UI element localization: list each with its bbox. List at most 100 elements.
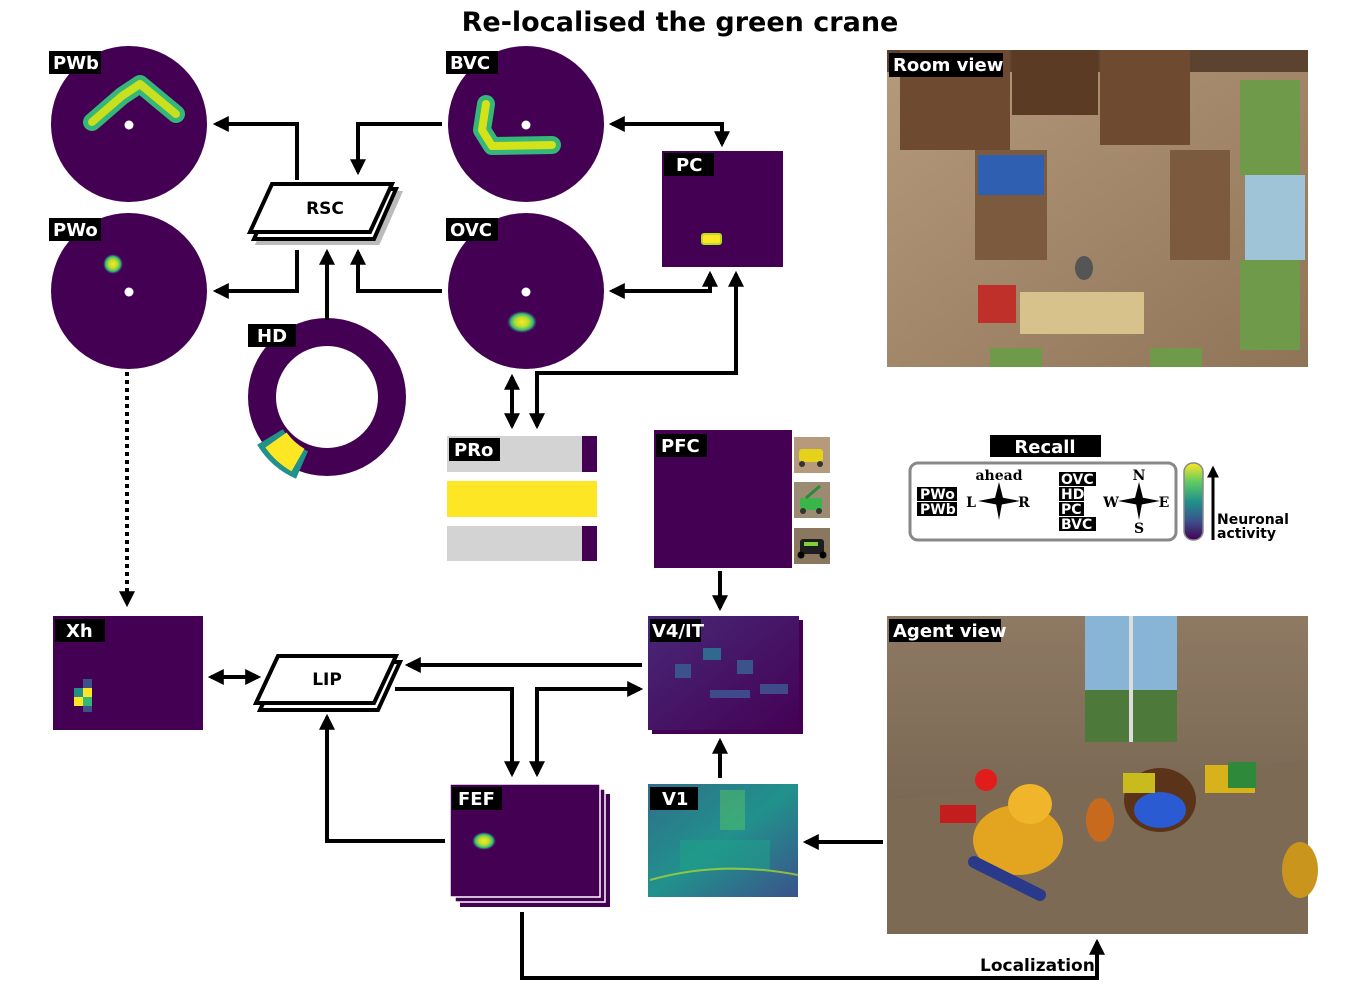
legend-ahead: ahead [975,468,1022,484]
pwo-panel: PWo [49,213,207,369]
pwb-activity-peak [88,80,180,126]
arrow-fef-agent [520,912,1105,980]
legend-colorbar [1183,462,1204,541]
xh-pixel-4 [83,697,92,706]
agent-blue-stick [968,856,1046,901]
pfc-panel: PFC [654,430,830,568]
ovc-panel: OVC [446,213,604,369]
room-red-box [978,285,1016,323]
pc-tag-bg [664,153,714,176]
room-window-right-bottom [1240,260,1300,350]
hd-activity-peak [265,432,305,472]
v1-toys-edge [680,840,770,870]
pwo-label: PWo [53,220,98,241]
xh-pixel-3 [74,697,83,706]
xh-pixel-1 [74,688,83,697]
green-crane-icon [794,482,830,518]
legend-west: W [1102,495,1119,511]
agent-fixation-dot [975,769,997,791]
fef-label: FEF [458,789,495,810]
ovc-activity-blob [507,311,537,333]
agent-view-panel: Agent view [887,616,1318,934]
legend-header: Recall [1014,437,1075,458]
room-poster [1245,175,1305,260]
v4it-label: V4/IT [652,621,705,642]
pwb-panel: PWb [49,46,207,202]
arrow-rsc-pwb [212,116,299,180]
xh-label: Xh [66,621,93,642]
room-sofa-right [1170,150,1230,260]
bvc-agent-dot [521,120,531,130]
pc-panel: PC [662,151,783,267]
arrow-bvc-pc [608,116,730,148]
lip-module: LIP [252,654,404,712]
v1-table-edge [649,867,799,881]
xh-tag-bg [55,619,105,642]
room-agent [1075,256,1093,280]
legend-ovc-bg [1059,472,1096,486]
pwb-label: PWb [53,53,99,74]
legend-box [908,461,1178,542]
agent-red-car [940,805,976,823]
hd-ring [248,318,406,476]
arrow-ovc-rsc [350,248,442,293]
pro-tag-bg [449,438,500,461]
lip-box [252,654,400,705]
legend-ovc: OVC [1061,472,1094,488]
arrow-fef-v4it [529,681,644,778]
v4it-patch-2 [703,648,721,660]
v4it-patch-1 [675,664,691,678]
agent-orange-toy [1086,798,1114,842]
fef-panel: FEF [449,783,610,907]
arrow-rsc-pwo [212,250,299,299]
ovc-label: OVC [450,220,492,241]
pro-bar-2 [447,481,597,517]
arrow-pro-pc [529,270,744,430]
legend-hd: HD [1061,487,1084,503]
v4it-tag-bg [650,619,701,642]
rsc-box [246,182,396,234]
arrow-fef-lip [319,713,445,843]
rsc-label: RSC [306,199,344,219]
legend-activity-2: activity [1217,526,1276,542]
legend-hd-bg [1059,487,1084,501]
pc-place-field [701,233,722,245]
legend-bvc-bg [1059,517,1096,531]
yellow-car-icon [794,437,830,473]
legend-bvc: BVC [1061,517,1092,533]
pro-bar-3 [447,526,597,561]
legend-pc-bg [1059,502,1084,516]
xh-pixel-2 [83,688,92,697]
legend-left: L [966,495,976,511]
hd-label: HD [257,326,287,347]
arrow-ovc-pc [608,270,718,299]
pwo-tag-bg [49,218,101,241]
pro-bar-1-level [582,436,597,472]
connections [119,116,1105,980]
allocentric-compass-icon [1118,482,1160,520]
pro-bar-3-level [582,526,597,561]
legend-south: S [1134,521,1144,537]
pwb-agent-dot [124,120,134,130]
arrow-bvc-rsc [350,122,442,176]
room-view-panel: Room view [887,50,1308,367]
agent-duck [973,805,1063,875]
ovc-tag-bg [446,218,498,241]
bvc-activity-peak [478,100,556,150]
legend-north: N [1133,468,1146,484]
bvc-panel: BVC [446,46,604,202]
room-blanket [978,155,1044,195]
v4it-patch-4 [760,684,788,694]
room-table [1020,292,1144,334]
lip-label: LIP [312,670,342,690]
v1-label: V1 [662,789,688,810]
room-view-label: Room view [893,55,1003,76]
pfc-label: PFC [661,436,700,457]
pro-label: PRo [454,440,493,461]
rsc-module: RSC [246,182,404,245]
hd-panel: HD [248,318,406,479]
agent-edge-object [1282,842,1318,898]
agent-duck-head [1008,784,1052,824]
room-window-right-top [1240,80,1300,175]
